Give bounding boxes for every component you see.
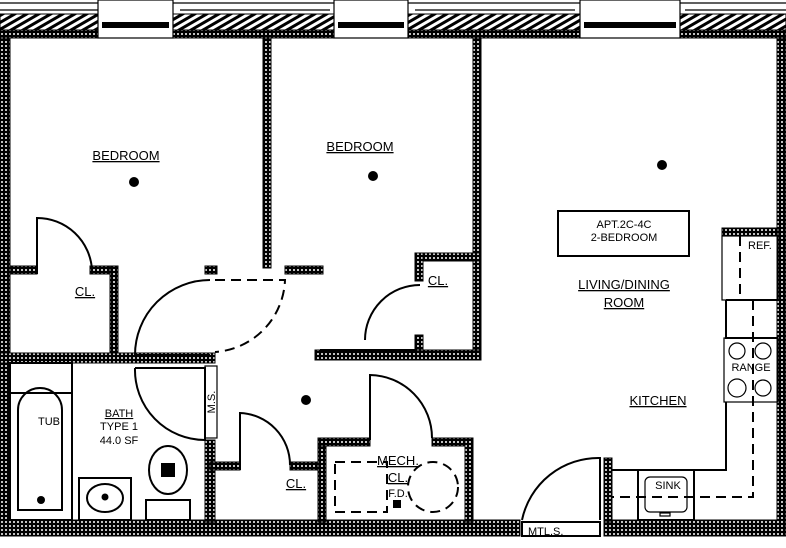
closet1-label: CL. <box>75 284 95 299</box>
mech-equipment <box>334 461 459 513</box>
refrigerator: REF. <box>721 235 779 301</box>
sink-label: SINK <box>655 480 681 492</box>
interior-walls <box>0 37 779 523</box>
mech-label: MECH. <box>377 453 419 468</box>
tub-label: TUB <box>38 416 60 428</box>
light-fixtures <box>129 160 667 405</box>
floor-drain-label: F.D. <box>388 488 408 500</box>
metal-saddle: MTL.S. <box>521 521 601 538</box>
medicine-strip: M.S. <box>204 365 218 439</box>
lavatory <box>78 477 132 521</box>
tub: TUB <box>9 362 73 521</box>
apartment-title-box: APT.2C-4C 2-BEDROOM <box>557 210 690 257</box>
living-label-1: LIVING/DINING <box>578 277 670 292</box>
mtls-label: MTL.S. <box>528 526 563 538</box>
closet2-label: CL. <box>428 273 448 288</box>
ref-label: REF. <box>748 240 772 252</box>
door-mech[interactable] <box>369 373 433 440</box>
exterior-wall-top <box>0 2 786 39</box>
apartment-type: 2-BEDROOM <box>591 232 658 244</box>
bedroom2-label: BEDROOM <box>326 139 393 154</box>
apartment-number: APT.2C-4C <box>596 219 651 231</box>
bath-label: BATH <box>105 408 134 420</box>
closet3-label: CL. <box>286 476 306 491</box>
kitchen-label: KITCHEN <box>629 393 686 408</box>
exterior-walls <box>0 37 786 537</box>
door-closet1[interactable] <box>36 216 93 274</box>
window <box>579 0 681 39</box>
door-closet3[interactable] <box>239 411 291 470</box>
window <box>97 0 174 39</box>
sink: SINK <box>637 469 695 521</box>
door-closet2[interactable] <box>320 284 421 351</box>
bedroom1-label: BEDROOM <box>92 148 159 163</box>
door-bath[interactable] <box>133 367 206 442</box>
mech-cl-label: CL. <box>388 470 408 485</box>
ms-label: M.S. <box>206 391 218 414</box>
bath-type: TYPE 1 <box>100 421 138 433</box>
window <box>333 0 409 39</box>
door-bedroom1[interactable] <box>133 279 287 356</box>
toilet <box>145 445 191 521</box>
range: RANGE <box>723 337 779 403</box>
living-label-2: ROOM <box>604 295 644 310</box>
door-entry[interactable] <box>521 456 601 521</box>
range-label: RANGE <box>731 362 770 374</box>
bath-area: 44.0 SF <box>100 435 139 447</box>
